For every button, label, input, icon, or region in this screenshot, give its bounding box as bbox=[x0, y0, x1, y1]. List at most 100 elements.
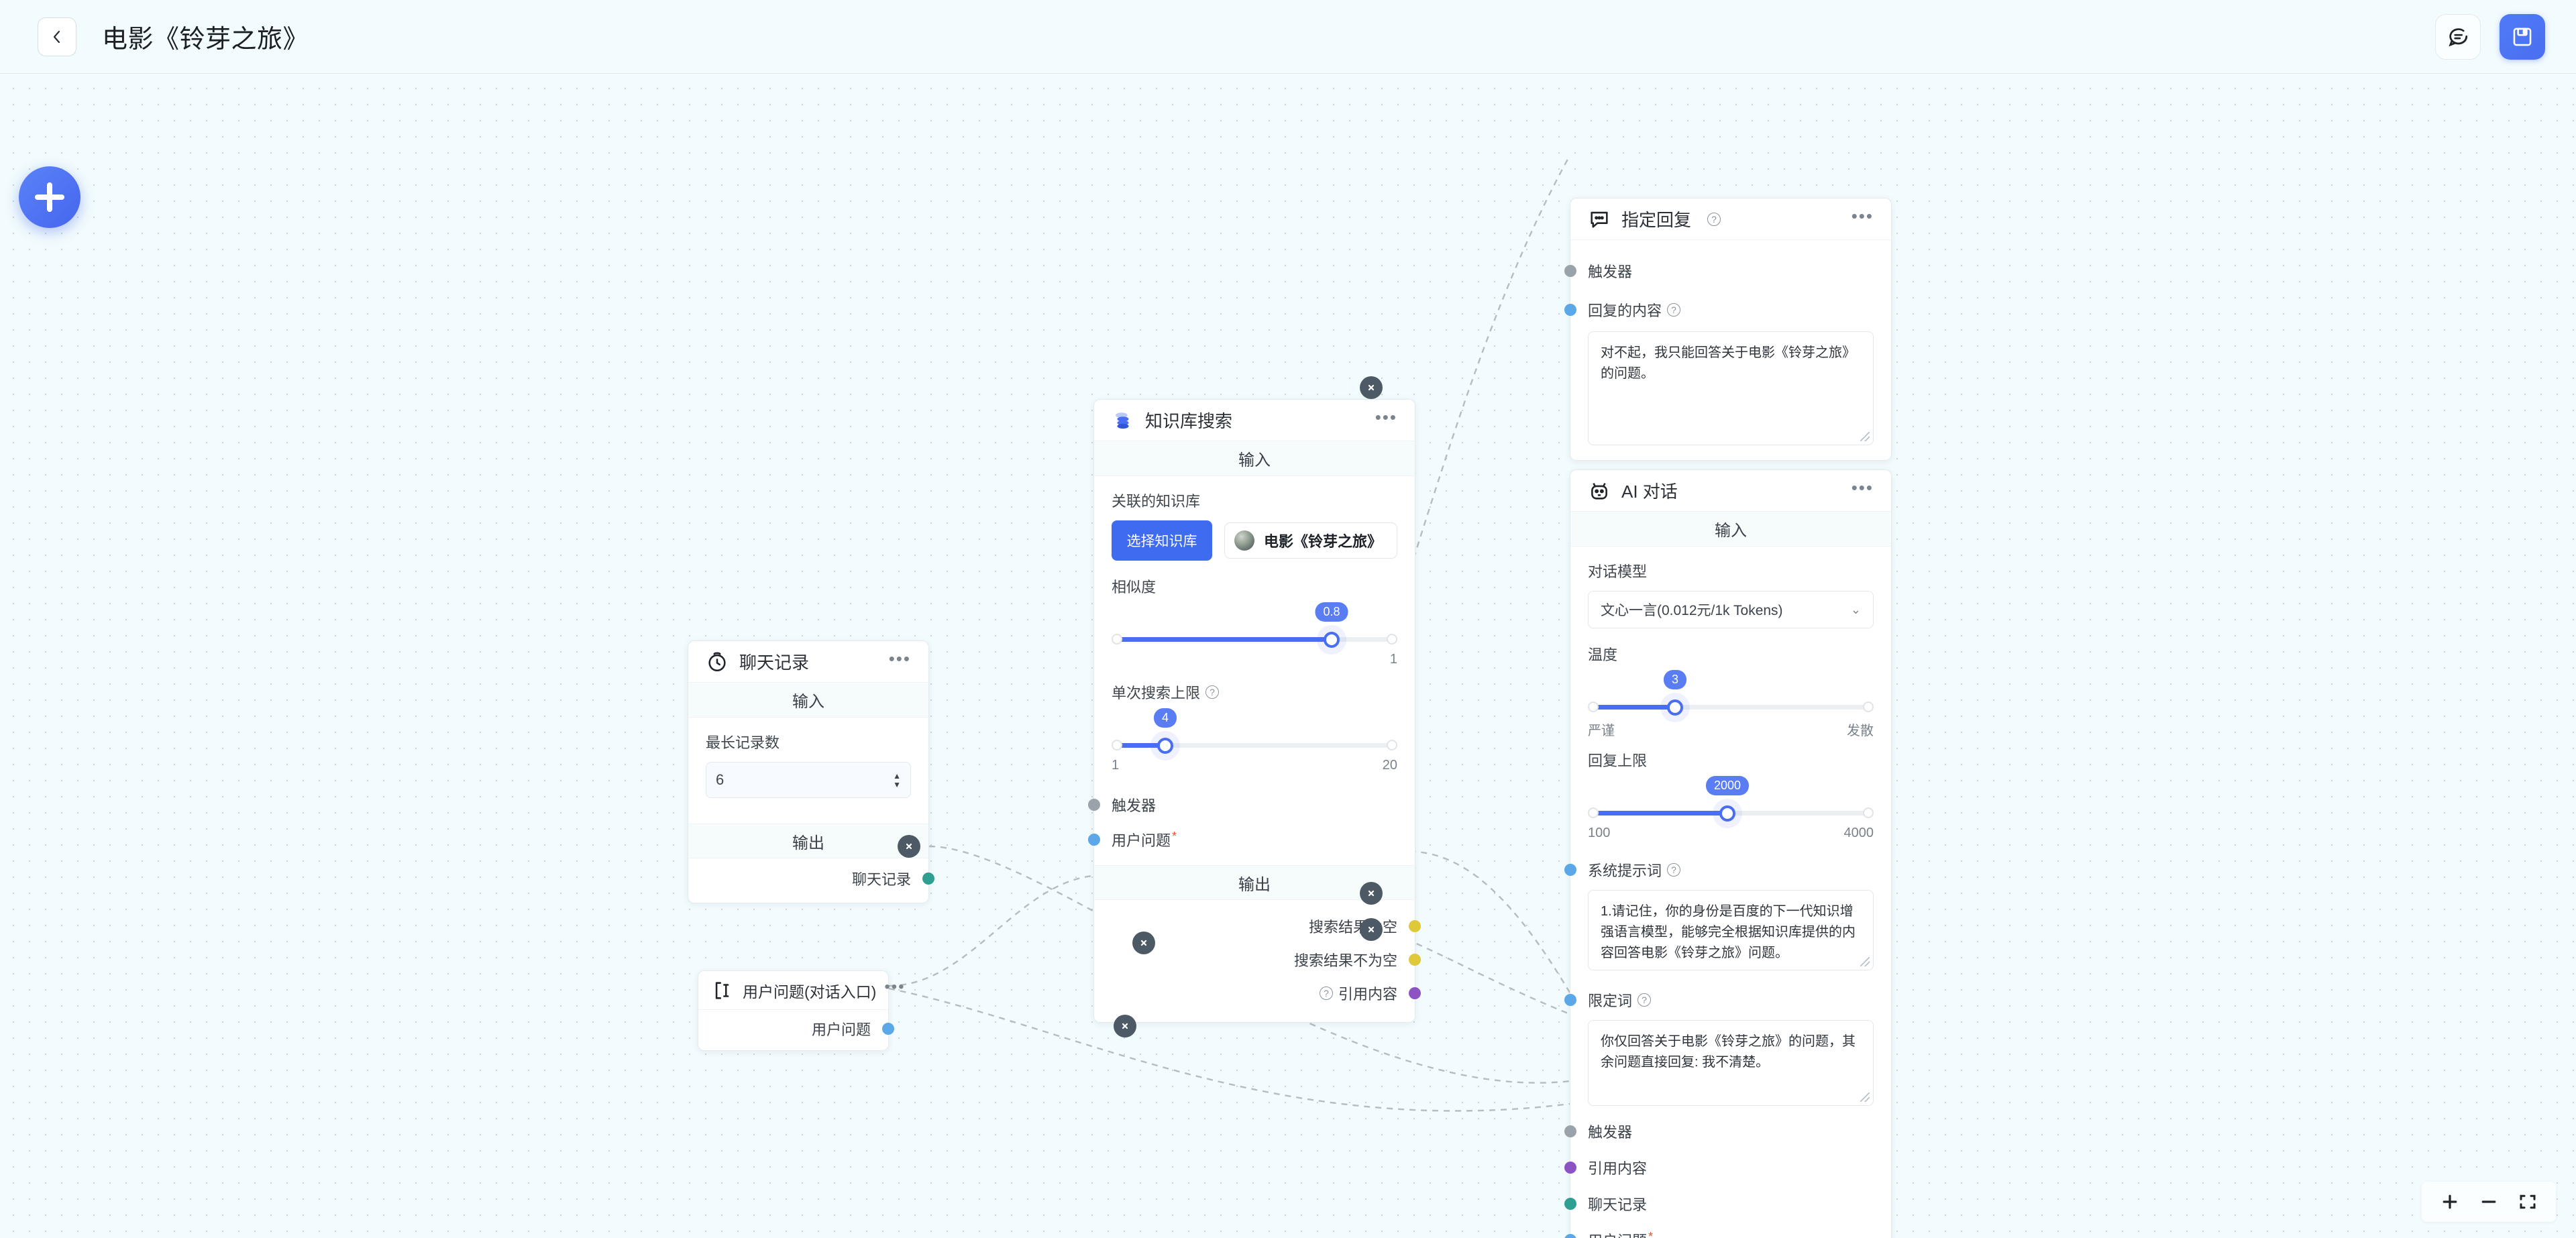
reply-content-textarea[interactable]: 对不起，我只能回答关于电影《铃芽之旅》的问题。 bbox=[1588, 331, 1874, 445]
port-label: 用户问题* bbox=[1588, 1229, 1653, 1238]
port-dot-trigger[interactable] bbox=[1564, 1125, 1576, 1137]
slider-knob[interactable] bbox=[1324, 632, 1340, 648]
close-icon bbox=[1365, 887, 1377, 899]
node-menu-button[interactable]: ••• bbox=[884, 977, 906, 996]
port-row-quote[interactable]: 引用内容 bbox=[1564, 1153, 1891, 1182]
close-icon bbox=[1365, 923, 1377, 936]
stepper-down-icon[interactable]: ▼ bbox=[893, 779, 901, 789]
slider-min-handle bbox=[1588, 701, 1599, 712]
port-dot-trigger[interactable] bbox=[1088, 799, 1100, 811]
port-row-user-question[interactable]: 用户问题* bbox=[1564, 1225, 1891, 1238]
port-row-chat-history-out[interactable]: 聊天记录 bbox=[688, 864, 934, 893]
port-row-reply-content[interactable]: 回复的内容 ? bbox=[1564, 295, 1891, 325]
port-row-trigger[interactable]: 触发器 bbox=[1564, 256, 1891, 286]
port-dot-qualifier[interactable] bbox=[1564, 994, 1576, 1006]
model-value: 文心一言(0.012元/1k Tokens) bbox=[1601, 603, 1783, 618]
node-menu-button[interactable]: ••• bbox=[1375, 406, 1397, 427]
model-label: 对话模型 bbox=[1588, 563, 1648, 580]
slider-min-handle bbox=[1588, 807, 1599, 818]
edge-delete-button[interactable] bbox=[1360, 918, 1383, 941]
help-icon[interactable]: ? bbox=[1638, 993, 1652, 1007]
port-row-user-question[interactable]: 用户问题* bbox=[1088, 825, 1415, 854]
port-row-qualifier[interactable]: 限定词 ? bbox=[1564, 985, 1891, 1015]
close-icon bbox=[1138, 937, 1150, 949]
node-header[interactable]: 聊天记录 ••• bbox=[688, 641, 928, 683]
back-button[interactable] bbox=[38, 17, 76, 56]
port-row-trigger[interactable]: 触发器 bbox=[1564, 1117, 1891, 1146]
port-dot-user-question[interactable] bbox=[1088, 834, 1100, 846]
chat-bubble-icon bbox=[1588, 208, 1611, 231]
port-dot-reply-content[interactable] bbox=[1564, 304, 1576, 316]
comment-button[interactable] bbox=[2435, 13, 2481, 60]
port-dot-result-not-empty[interactable] bbox=[1409, 954, 1421, 966]
node-header[interactable]: AI 对话 ••• bbox=[1570, 470, 1891, 512]
stepper-arrows[interactable]: ▲ ▼ bbox=[893, 771, 901, 789]
help-icon[interactable]: ? bbox=[1667, 303, 1681, 317]
zoom-out-button[interactable] bbox=[2475, 1188, 2502, 1215]
save-button[interactable] bbox=[2500, 13, 2545, 60]
max-records-stepper[interactable]: 6 ▲ ▼ bbox=[706, 762, 911, 798]
port-dot-result-empty[interactable] bbox=[1409, 920, 1421, 932]
node-menu-button[interactable]: ••• bbox=[1851, 205, 1874, 226]
edge-delete-button[interactable] bbox=[1114, 1015, 1136, 1037]
add-node-button[interactable] bbox=[19, 166, 80, 228]
port-label: 触发器 bbox=[1112, 797, 1157, 814]
slider-knob[interactable] bbox=[1719, 805, 1735, 822]
model-select[interactable]: 文心一言(0.012元/1k Tokens) ⌄ bbox=[1588, 591, 1874, 628]
port-dot-trigger[interactable] bbox=[1564, 265, 1576, 277]
reply-limit-slider[interactable]: 2000 100 4000 bbox=[1588, 776, 1874, 840]
port-row-chat-history[interactable]: 聊天记录 bbox=[1564, 1189, 1891, 1219]
port-row-quote[interactable]: ? 引用内容 bbox=[1094, 976, 1421, 1010]
zoom-controls[interactable] bbox=[2422, 1182, 2556, 1222]
node-menu-button[interactable]: ••• bbox=[888, 648, 911, 669]
slider-max-label: 4000 bbox=[1843, 826, 1874, 840]
help-icon[interactable]: ? bbox=[1707, 212, 1721, 226]
field-qualifier: 你仅回答关于电影《铃芽之旅》的问题，其余问题直接回复: 我不清楚。 bbox=[1570, 1020, 1891, 1106]
slider-knob[interactable] bbox=[1157, 738, 1173, 754]
port-row-system-prompt[interactable]: 系统提示词 ? bbox=[1564, 855, 1891, 885]
select-kb-button[interactable]: 选择知识库 bbox=[1112, 520, 1212, 561]
node-header[interactable]: 用户问题(对话入口) ••• bbox=[698, 971, 904, 1010]
node-header[interactable]: 指定回复 ? ••• bbox=[1570, 199, 1891, 240]
node-header[interactable]: 知识库搜索 ••• bbox=[1094, 400, 1415, 441]
field-model: 对话模型 文心一言(0.012元/1k Tokens) ⌄ bbox=[1570, 560, 1891, 628]
port-dot-chat-history[interactable] bbox=[922, 873, 934, 885]
topk-slider[interactable]: 4 1 20 bbox=[1112, 708, 1397, 773]
port-row-trigger[interactable]: 触发器 bbox=[1088, 790, 1415, 820]
similarity-slider[interactable]: 0.8 1 bbox=[1112, 602, 1397, 667]
edge-delete-button[interactable] bbox=[898, 835, 920, 858]
node-chat-history[interactable]: 聊天记录 ••• 输入 最长记录数 6 ▲ ▼ 输出 聊天记录 bbox=[688, 640, 934, 903]
port-label: 触发器 bbox=[1588, 1124, 1633, 1141]
max-records-label: 最长记录数 bbox=[706, 734, 780, 751]
edge-delete-button[interactable] bbox=[1132, 932, 1155, 954]
port-dot-quote[interactable] bbox=[1409, 987, 1421, 999]
node-specified-reply[interactable]: 指定回复 ? ••• 触发器 回复的内容 ? 对不起，我只能回答关于电影《铃芽之… bbox=[1564, 198, 1892, 461]
qualifier-textarea[interactable]: 你仅回答关于电影《铃芽之旅》的问题，其余问题直接回复: 我不清楚。 bbox=[1588, 1020, 1874, 1106]
port-dot-chat-history[interactable] bbox=[1564, 1198, 1576, 1210]
workflow-canvas[interactable]: 聊天记录 ••• 输入 最长记录数 6 ▲ ▼ 输出 聊天记录 bbox=[0, 74, 2576, 1238]
selected-kb-chip[interactable]: 电影《铃芽之旅》 bbox=[1224, 522, 1397, 559]
edge-delete-button[interactable] bbox=[1360, 376, 1383, 399]
help-icon[interactable]: ? bbox=[1667, 863, 1681, 877]
stepper-up-icon[interactable]: ▲ bbox=[893, 771, 901, 781]
help-icon[interactable]: ? bbox=[1205, 685, 1220, 699]
slider-knob[interactable] bbox=[1667, 699, 1683, 716]
port-dot-quote[interactable] bbox=[1564, 1162, 1576, 1174]
edge-delete-button[interactable] bbox=[1360, 882, 1383, 905]
help-icon[interactable]: ? bbox=[1319, 987, 1333, 1000]
temperature-slider[interactable]: 3 严谨 发散 bbox=[1588, 670, 1874, 738]
node-ai-chat[interactable]: AI 对话 ••• 输入 对话模型 文心一言(0.012元/1k Tokens)… bbox=[1564, 469, 1892, 1238]
port-row-user-question-out[interactable]: 用户问题 bbox=[698, 1015, 894, 1042]
system-prompt-textarea[interactable]: 1.请记住，你的身份是百度的下一代知识增强语言模型，能够完全根据知识库提供的内容… bbox=[1588, 890, 1874, 970]
node-menu-button[interactable]: ••• bbox=[1851, 477, 1874, 498]
port-dot-user-question[interactable] bbox=[882, 1023, 894, 1035]
fit-view-button[interactable] bbox=[2514, 1188, 2541, 1215]
port-dot-system-prompt[interactable] bbox=[1564, 864, 1576, 876]
zoom-in-button[interactable] bbox=[2436, 1188, 2463, 1215]
port-label: 搜索结果为空 bbox=[1308, 919, 1397, 936]
plus-icon bbox=[2443, 1194, 2457, 1209]
port-label: 聊天记录 bbox=[851, 871, 911, 888]
port-dot-user-question[interactable] bbox=[1564, 1234, 1576, 1238]
port-label: 聊天记录 bbox=[1588, 1196, 1648, 1213]
node-user-question[interactable]: 用户问题(对话入口) ••• 用户问题 bbox=[698, 970, 904, 1051]
